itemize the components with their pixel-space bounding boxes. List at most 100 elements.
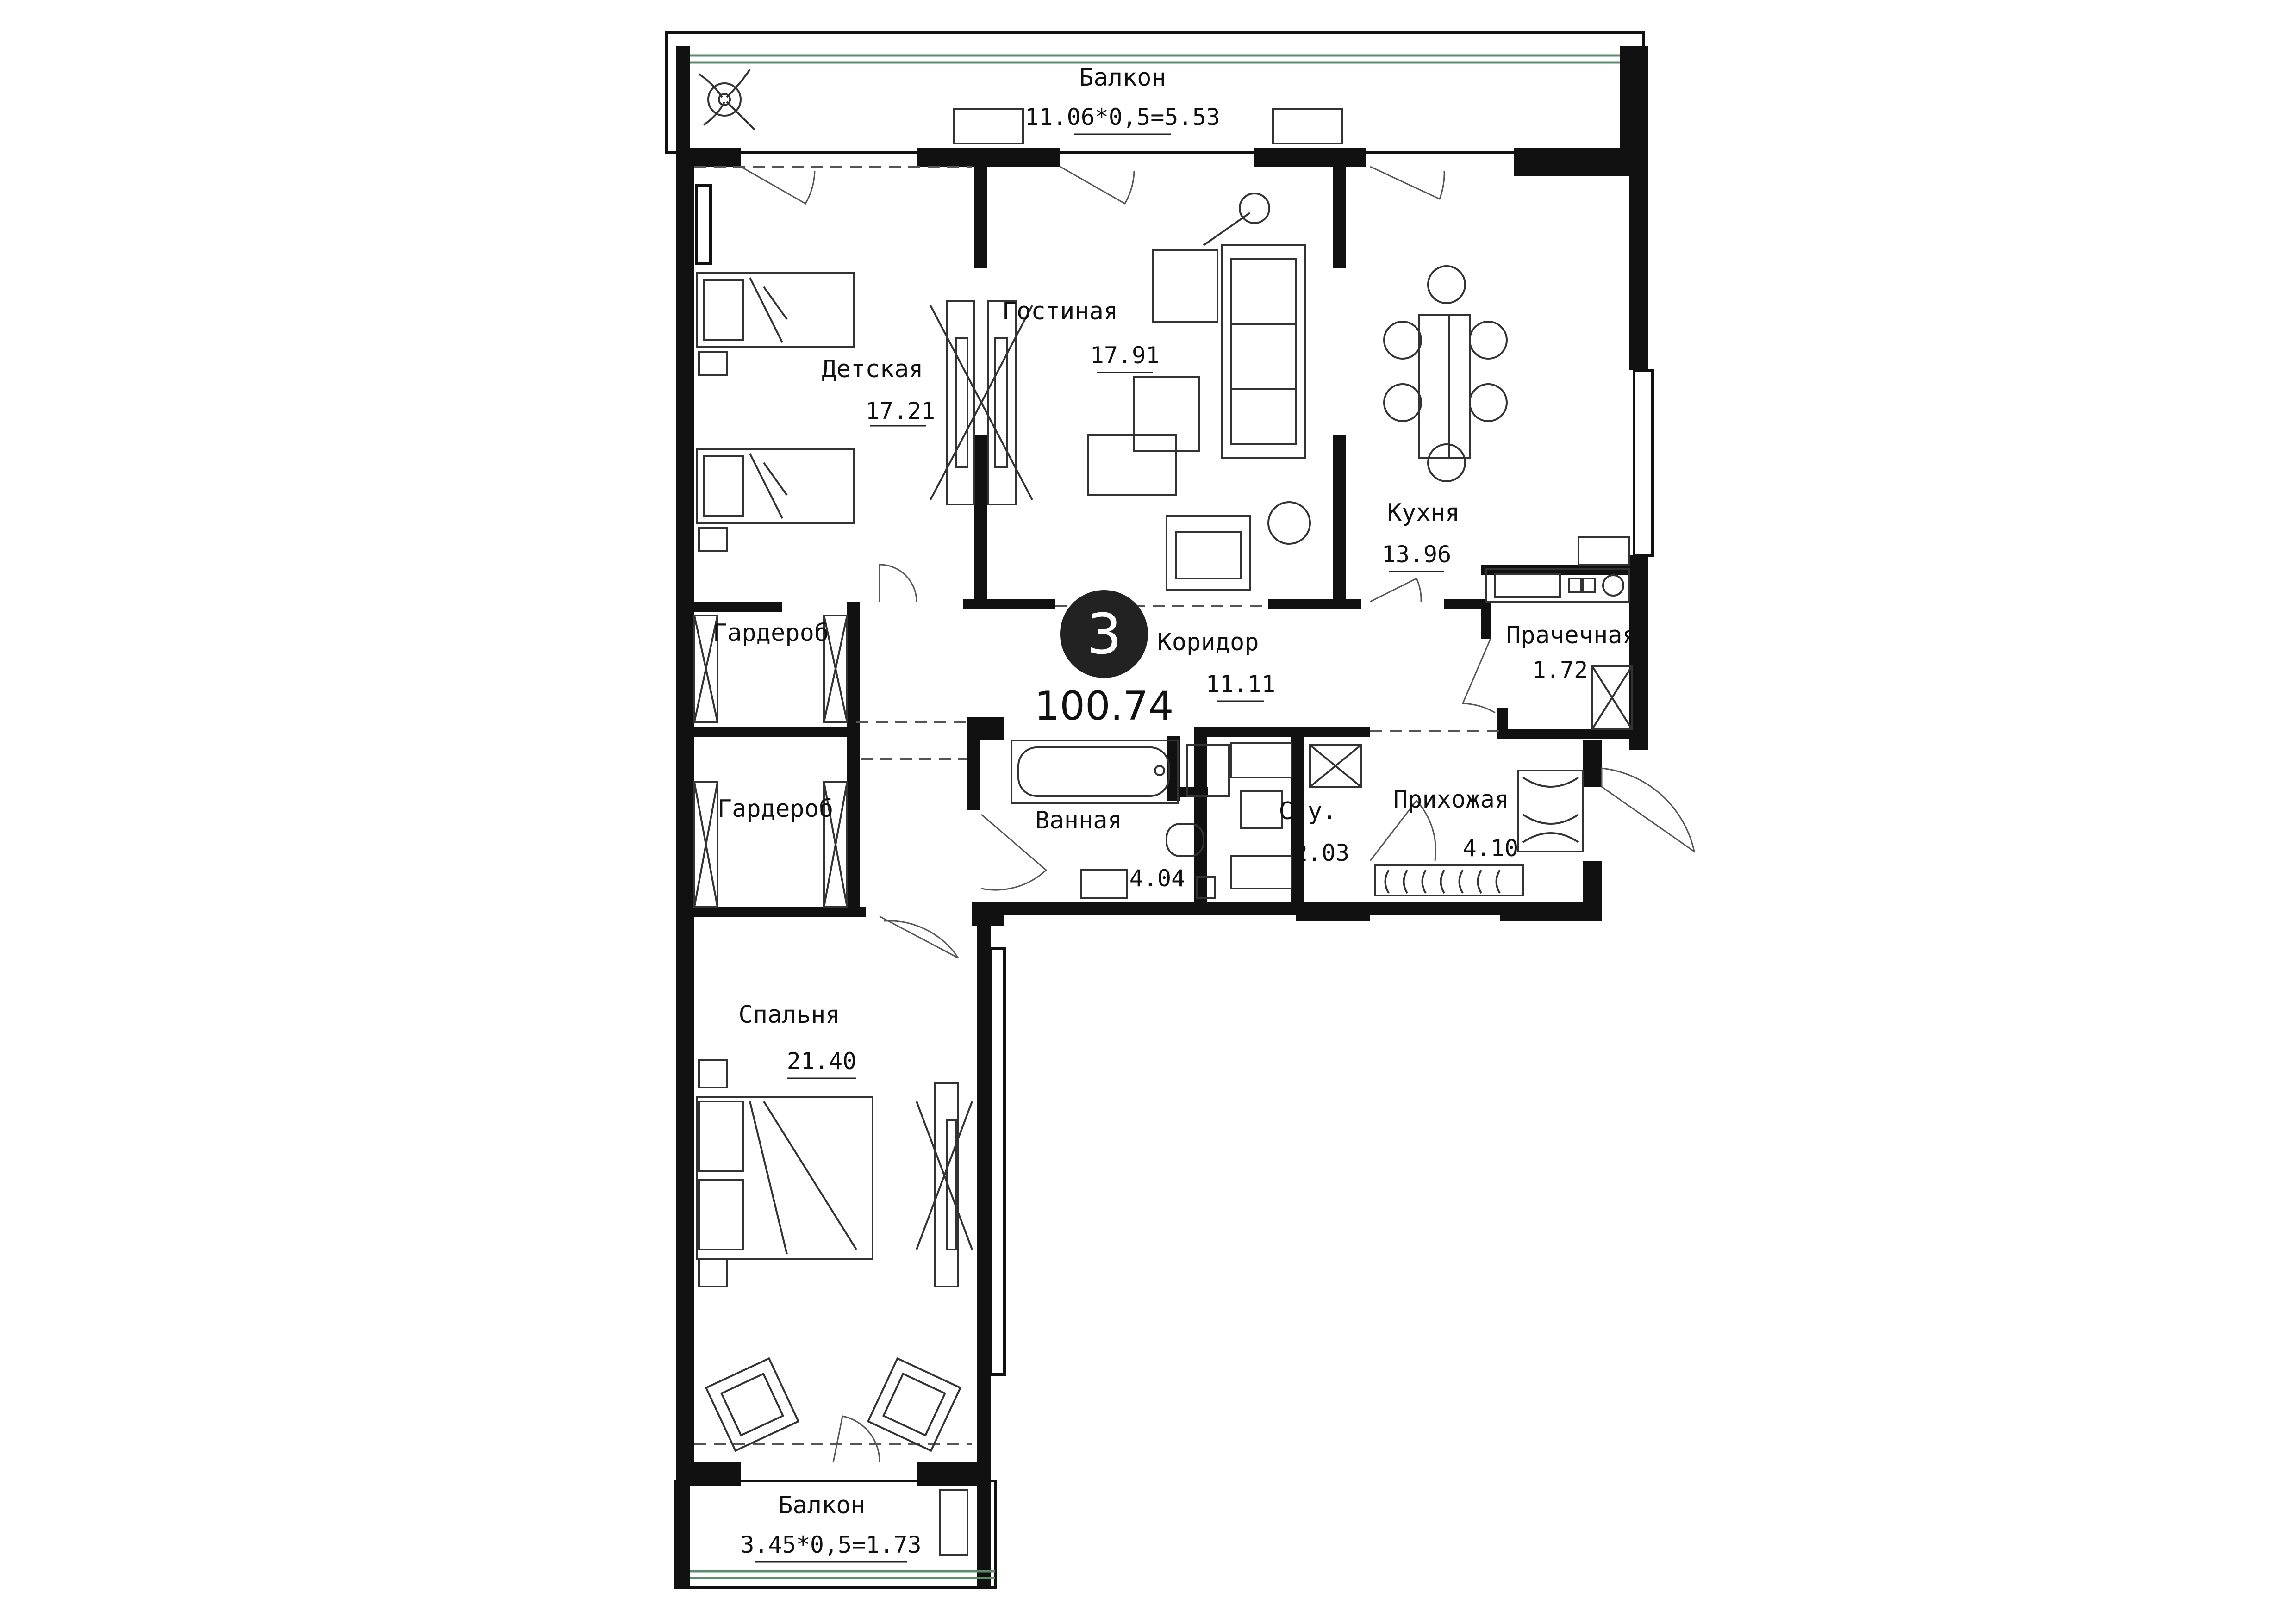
- svg-text:Кухня: Кухня: [1387, 499, 1460, 527]
- label-balcony-bottom: Балкон 3.45*0,5=1.73: [740, 1492, 922, 1563]
- wall-wc-top: [1204, 727, 1370, 737]
- bed-icon: [696, 448, 855, 552]
- wall-lower-facade-2: [1296, 902, 1370, 921]
- wall-bedroom-right: [977, 921, 991, 1481]
- wall-bath-left: [967, 740, 980, 810]
- doors: [740, 166, 1696, 1463]
- wardrobe-icon: [693, 781, 848, 908]
- cooktop: [1494, 573, 1561, 598]
- door-kids[interactable]: [879, 564, 917, 602]
- plant-icon: [698, 68, 755, 131]
- label-kids-room: Детская 17.21: [822, 355, 936, 427]
- label-corridor: Коридор 11.11: [1157, 628, 1275, 702]
- label-kitchen: Кухня 13.96: [1382, 499, 1460, 572]
- hanger-rack: [1374, 864, 1524, 896]
- svg-text:Детская: Детская: [822, 355, 923, 383]
- apartment-badge: 3 100.74: [1035, 590, 1174, 729]
- label-wc: С.у. 2.03: [1279, 797, 1349, 866]
- svg-text:2.03: 2.03: [1294, 839, 1349, 866]
- door-kitchen[interactable]: [1370, 577, 1422, 603]
- door-bathroom[interactable]: [981, 814, 1048, 891]
- floor-lamp-icon: [1239, 193, 1270, 224]
- svg-text:Прачечная: Прачечная: [1506, 622, 1637, 649]
- walls: [665, 31, 1654, 1589]
- door-laundry[interactable]: [1461, 638, 1496, 714]
- right-wall-window: [1633, 369, 1654, 557]
- bed-icon: [696, 272, 855, 376]
- radiator-2: [1230, 742, 1292, 778]
- rooms-badge-circle: [1060, 590, 1148, 678]
- svg-text:17.91: 17.91: [1090, 342, 1160, 369]
- total-area: 100.74: [1035, 683, 1174, 729]
- right-wall-upper: [1629, 46, 1648, 370]
- wall-lower-facade: [972, 902, 1602, 915]
- door-entry[interactable]: [1601, 767, 1696, 853]
- rooms-count: 3: [1086, 603, 1122, 667]
- drain-icon: [1196, 876, 1216, 899]
- bath-toilet-icon: [1166, 823, 1204, 857]
- door-balcony-bedroom[interactable]: [832, 1415, 880, 1463]
- svg-text:Балкон: Балкон: [778, 1492, 865, 1519]
- door-balcony-kitchen[interactable]: [1370, 166, 1445, 200]
- label-living-room: Гостиная 17.91: [1002, 298, 1160, 373]
- armchair-icon: [867, 1357, 962, 1452]
- wall-wardrobe-2-bottom: [690, 907, 866, 917]
- fridge: [1578, 536, 1630, 566]
- svg-text:Ванная: Ванная: [1035, 807, 1122, 834]
- radiator: [1186, 744, 1230, 797]
- sofa-icon: [1221, 244, 1306, 459]
- wall-entry-right: [1583, 740, 1602, 787]
- label-hallway: Прихожая 4.10: [1393, 786, 1518, 862]
- facade-top-3: [1254, 148, 1366, 167]
- wardrobe-icon: [916, 1082, 973, 1287]
- wall-kids-living-low: [974, 435, 987, 602]
- oven-2: [1582, 578, 1596, 593]
- balcony-bottom-right: [977, 1481, 991, 1587]
- wc-sink-icon: [1230, 855, 1292, 889]
- wall-corridor-top-3: [1444, 599, 1486, 609]
- doormat-icon: [1517, 770, 1584, 852]
- door-hall[interactable]: [1369, 799, 1437, 861]
- svg-text:Гардероб: Гардероб: [718, 795, 833, 823]
- wardrobe-icon: [930, 300, 1033, 505]
- wall-laundry-bottom: [1497, 729, 1636, 739]
- label-laundry: Прачечная 1.72: [1506, 622, 1637, 684]
- svg-text:4.04: 4.04: [1129, 865, 1185, 892]
- svg-text:17.21: 17.21: [866, 398, 936, 424]
- room-labels: Балкон 11.06*0,5=5.53 Детская 17.21 Гост…: [713, 64, 1637, 1563]
- door-balcony-kids[interactable]: [740, 166, 816, 205]
- wall-wardrobe-1-vert: [847, 602, 860, 912]
- door-bedroom[interactable]: [879, 915, 959, 959]
- svg-text:3.45*0,5=1.73: 3.45*0,5=1.73: [740, 1531, 921, 1558]
- door-balcony-living[interactable]: [1060, 166, 1135, 205]
- double-bed-icon: [696, 1059, 873, 1287]
- facade-top-2: [917, 148, 1060, 167]
- wall-living-kitchen-low: [1333, 435, 1346, 602]
- label-wardrobe-2: Гардероб: [718, 795, 833, 823]
- wall-corridor-top-1: [963, 599, 1055, 609]
- coffee-table: [1133, 376, 1200, 452]
- wall-kids-living: [974, 157, 987, 268]
- svg-text:Коридор: Коридор: [1157, 628, 1259, 656]
- wall-bath-top: [967, 717, 1004, 740]
- svg-text:1.72: 1.72: [1532, 657, 1588, 684]
- window-box-2: [1272, 108, 1343, 144]
- wall-corridor-top-2: [1268, 599, 1361, 609]
- wall-entry-right-low: [1583, 861, 1602, 916]
- label-wardrobe-1: Гардероб: [713, 619, 829, 647]
- label-bedroom: Спальня 21.40: [738, 1001, 857, 1079]
- side-table-icon: [1267, 501, 1311, 545]
- wardrobe-icon: [693, 615, 848, 723]
- window-box-3: [939, 1489, 968, 1556]
- left-wall-radiator: [695, 184, 712, 265]
- label-bathroom: Ванная 4.04: [1035, 807, 1185, 892]
- svg-text:4.10: 4.10: [1463, 835, 1518, 862]
- bathtub-icon: [1011, 740, 1179, 804]
- dining-table-icon: [1383, 265, 1508, 482]
- facade-top-4: [1514, 148, 1648, 176]
- boiler-icon: [1309, 744, 1362, 788]
- svg-text:Спальня: Спальня: [738, 1001, 840, 1029]
- balcony-left-post: [676, 46, 690, 153]
- svg-text:21.40: 21.40: [787, 1048, 857, 1075]
